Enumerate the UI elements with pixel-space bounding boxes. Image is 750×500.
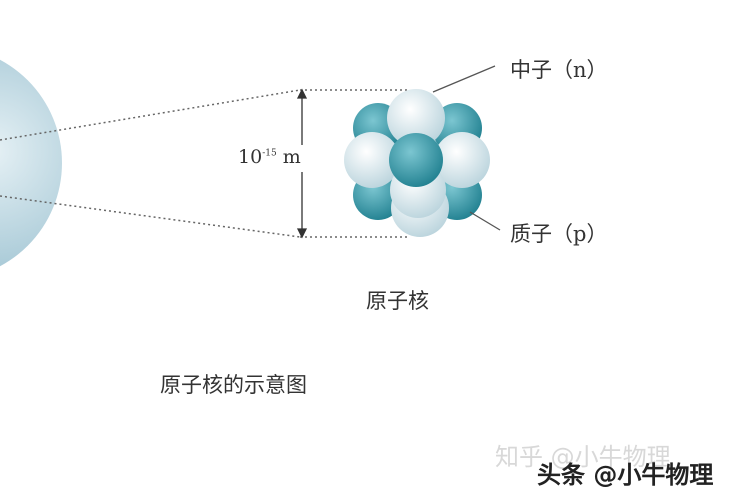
size-base: 10 — [238, 146, 263, 168]
zhihu-watermark: 知乎 @小牛物理 — [495, 443, 671, 471]
size-label: 10-15 m — [238, 146, 301, 168]
proton-label: 质子（p） — [510, 222, 608, 246]
atom-sphere — [0, 59, 62, 267]
nucleus — [344, 89, 490, 237]
toutiao-watermark: 头条 @小牛物理 — [537, 461, 714, 489]
nucleus-label: 原子核 — [366, 289, 429, 313]
neutron-label: 中子（n） — [510, 58, 608, 82]
caption: 原子核的示意图 — [160, 373, 307, 397]
size-arrow — [296, 88, 308, 239]
proton-pointer — [469, 211, 501, 231]
projection-lines — [0, 89, 410, 238]
neutron-pointer — [432, 65, 496, 93]
size-exponent: -15 — [262, 148, 277, 159]
size-unit: m — [282, 146, 301, 168]
